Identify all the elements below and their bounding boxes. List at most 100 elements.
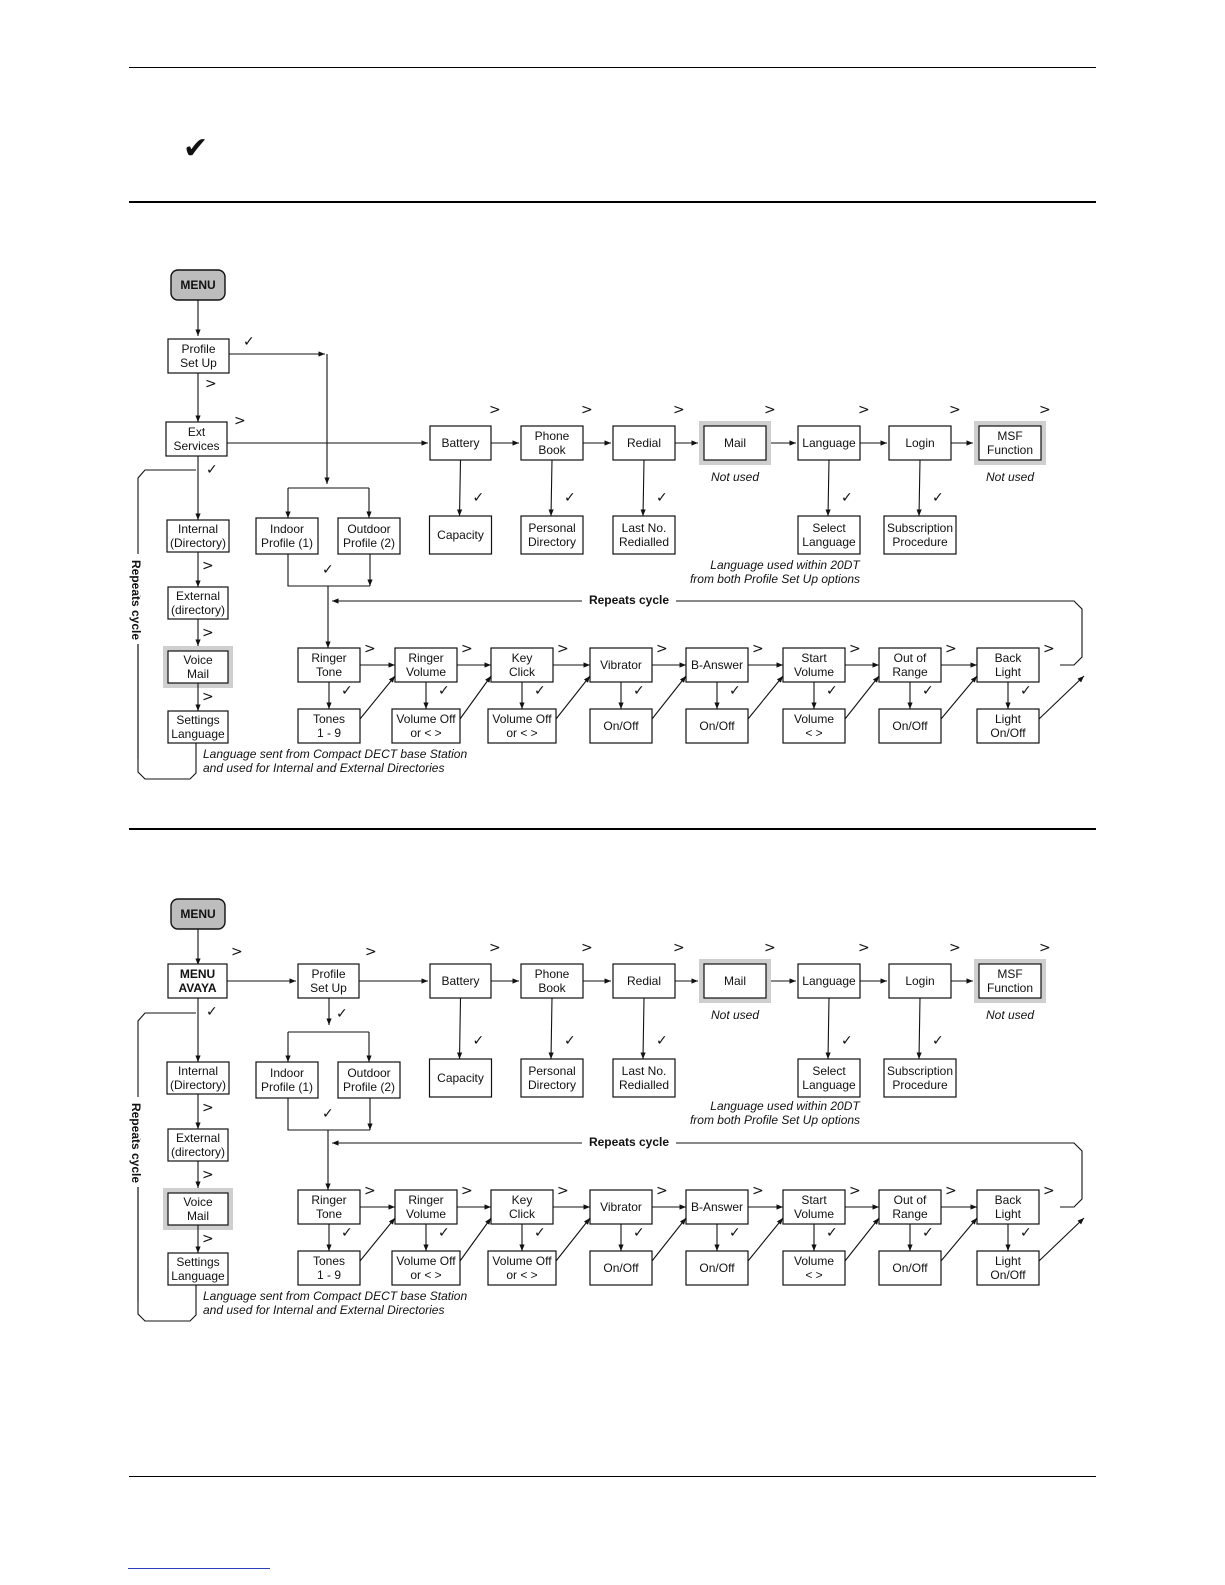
- sub-box-subscription-procedure-label: Subscription: [887, 1064, 953, 1078]
- arrowhead: [825, 509, 831, 516]
- cycle-sub-box-on-off: [878, 1250, 942, 1286]
- menu-box-language-label: Language: [802, 974, 856, 988]
- left-box-voice-mail-label: Mail: [187, 667, 209, 681]
- arrowhead: [916, 1052, 922, 1059]
- arrowhead: [195, 329, 201, 336]
- arrowhead: [825, 1052, 831, 1059]
- arrowhead: [421, 978, 428, 984]
- section-rule-2: [129, 828, 1096, 830]
- arrowhead: [583, 1218, 590, 1225]
- cycle-box-start-volume-label: Start: [801, 651, 827, 665]
- profile-setup-box-label: Set Up: [180, 356, 217, 370]
- arrowhead: [714, 1244, 720, 1251]
- return-arrow: [747, 1217, 784, 1262]
- check-mark: ✓: [922, 683, 934, 699]
- cycle-sub-box-volume--label: < >: [805, 1268, 822, 1282]
- arrowhead: [367, 579, 373, 586]
- cycle-sub-box-tones-1-9-label: Tones: [313, 1254, 345, 1268]
- arrowhead: [966, 978, 973, 984]
- cycle-box-ringer-tone-label: Tone: [316, 1207, 342, 1221]
- next-mark: >: [656, 641, 668, 657]
- cycle-box-back-light-label: Light: [995, 665, 1022, 679]
- arrowhead: [519, 702, 525, 709]
- cycle-box-vibrator: [589, 647, 653, 683]
- arrowhead: [512, 978, 519, 984]
- check-mark: ✓: [206, 1004, 218, 1020]
- cycle-sub-box-volume-off-or--label: or < >: [410, 726, 441, 740]
- arrowhead: [332, 598, 339, 604]
- language-note: Language used within 20DT: [710, 558, 861, 572]
- label-backdrop: [126, 554, 140, 644]
- check-mark: ✓: [656, 490, 668, 506]
- arrowhead: [285, 511, 291, 518]
- arrowhead: [714, 702, 720, 709]
- check-mark: ✓: [729, 683, 741, 699]
- arrowhead: [548, 1052, 554, 1059]
- cycle-box-ringer-tone: [297, 1189, 361, 1225]
- arrowhead: [970, 1204, 977, 1210]
- arrowhead: [548, 509, 554, 516]
- menu-box-msf-function-label: MSF: [997, 967, 1022, 981]
- left-box-internal-directory--label: (Directory): [170, 536, 226, 550]
- arrowhead: [388, 1204, 395, 1210]
- cycle-box-start-volume-label: Start: [801, 1193, 827, 1207]
- next-mark: >: [1039, 402, 1051, 418]
- cycle-box-b-answer: [685, 647, 749, 683]
- left-box-external-directory--label: (directory): [171, 603, 225, 617]
- arrowhead: [195, 513, 201, 520]
- left-box-voice-mail-label: Mail: [187, 1209, 209, 1223]
- left-box-settings-language-label: Language: [171, 727, 225, 741]
- check-mark: ✓: [841, 1033, 853, 1049]
- check-mark: ✓: [826, 683, 838, 699]
- arrowhead: [583, 662, 590, 668]
- sub-box-personal-directory: [520, 1058, 584, 1098]
- menu-box-language-label: Language: [802, 436, 856, 450]
- arrowhead: [691, 978, 698, 984]
- cycle-sub-box-volume-off-or-: [487, 1250, 557, 1286]
- sub-box-capacity: [428, 1058, 493, 1098]
- next-mark: >: [461, 641, 473, 657]
- check-mark: ✓: [932, 490, 944, 506]
- cycle-box-key-click: [490, 647, 554, 683]
- repeats-cycle-vertical-label: Repeats cycle: [129, 1103, 143, 1183]
- arrowhead: [421, 440, 428, 446]
- check-mark: ✓: [841, 490, 853, 506]
- left-language-note: Language sent from Compact DECT base Sta…: [203, 747, 467, 761]
- arrowhead: [1077, 676, 1084, 683]
- arrowhead: [691, 440, 698, 446]
- check-mark: ✓: [336, 1006, 348, 1022]
- next-mark: >: [364, 641, 376, 657]
- cycle-box-b-answer-label: B-Answer: [691, 658, 743, 672]
- cycle-box-key-click-label: Key: [512, 651, 533, 665]
- sub-box-last-no-redialled-label: Redialled: [619, 535, 669, 549]
- arrowhead: [776, 1204, 783, 1210]
- cycle-box-ringer-tone-label: Ringer: [311, 651, 346, 665]
- menu-box-redial: [612, 425, 676, 461]
- left-language-note: and used for Internal and External Direc…: [203, 761, 444, 775]
- next-mark: >: [202, 558, 214, 574]
- cycle-box-key-click-label: Click: [509, 665, 536, 679]
- cycle-box-ringer-volume: [394, 647, 458, 683]
- menu-box-phone-book: [520, 963, 584, 999]
- arrowhead: [872, 662, 879, 668]
- arrowhead: [485, 1218, 491, 1225]
- return-arrow: [940, 1217, 978, 1262]
- section-rule-1: [129, 201, 1096, 203]
- cycle-box-out-of-range-label: Out of: [894, 651, 927, 665]
- arrowhead: [970, 676, 977, 683]
- check-mark: ✓: [826, 1225, 838, 1241]
- cycle-box-ringer-volume-label: Ringer: [408, 1193, 443, 1207]
- arrowhead: [970, 1218, 977, 1225]
- arrowhead: [679, 676, 686, 683]
- language-note: from both Profile Set Up options: [690, 1113, 860, 1127]
- sub-box-personal-directory: [520, 515, 584, 555]
- arrowhead: [880, 440, 887, 446]
- sub-box-last-no-redialled-label: Last No.: [622, 1064, 667, 1078]
- outdoor-profile-box: [337, 517, 401, 555]
- menu-button-label: MENU: [180, 907, 215, 921]
- arrowhead: [970, 662, 977, 668]
- footer-link[interactable]: [128, 1568, 270, 1569]
- sub-box-subscription-procedure-label: Procedure: [892, 535, 948, 549]
- cycle-sub-box-volume-off-or--label: or < >: [506, 1268, 537, 1282]
- arrowhead: [285, 1055, 291, 1062]
